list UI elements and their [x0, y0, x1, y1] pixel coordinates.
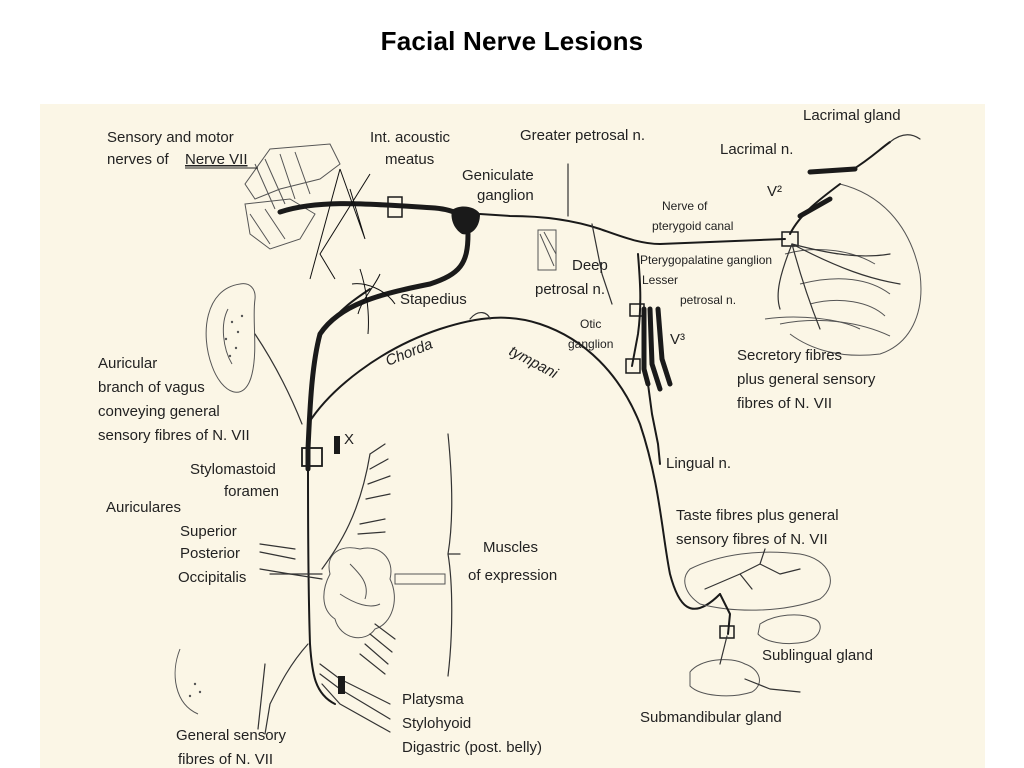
label-stylomastoid-1: Stylomastoid — [190, 461, 276, 478]
label-digastric: Digastric (post. belly) — [402, 739, 542, 756]
label-auricular-2: branch of vagus — [98, 379, 205, 396]
nasal-cavity-sketch — [764, 183, 922, 356]
label-taste-2: sensory fibres of N. VII — [676, 531, 828, 548]
label-nerve-vii: Nerve VII — [185, 151, 248, 168]
label-superior: Superior — [180, 523, 237, 540]
submandibular-gland-body — [689, 659, 760, 697]
label-geniculate-2: ganglion — [477, 187, 534, 204]
auricular-branch — [254, 333, 303, 425]
muscles-bracket — [447, 433, 453, 677]
label-auricular-1: Auricular — [98, 355, 157, 372]
label-stapedius: Stapedius — [400, 291, 467, 308]
label-geniculate-1: Geniculate — [462, 167, 534, 184]
diagram-canvas: Sensory and motor nerves of Nerve VII In… — [98, 107, 922, 768]
label-sublingual: Sublingual gland — [762, 647, 873, 664]
label-occipitalis: Occipitalis — [178, 569, 246, 586]
facial-nerve-trunk — [277, 201, 471, 705]
stylomastoid-foramen-box — [301, 447, 323, 467]
auriculares-lines — [259, 543, 323, 580]
temporal-bone-sketch — [244, 143, 341, 250]
label-auricular-4: sensory fibres of N. VII — [98, 427, 250, 444]
label-stylohyoid: Stylohyoid — [402, 715, 471, 732]
label-lesser-petrosal-1: Lesser — [642, 273, 678, 287]
ear-sketch — [205, 283, 256, 393]
label-int-acoustic-2: meatus — [385, 151, 434, 168]
int-acoustic-meatus-box — [387, 196, 403, 218]
label-sensory-motor-1: Sensory and motor — [107, 129, 234, 146]
label-secretory-3: fibres of N. VII — [737, 395, 832, 412]
muscle-branches — [264, 443, 396, 735]
label-posterior: Posterior — [180, 545, 240, 562]
label-platysma: Platysma — [402, 691, 464, 708]
label-pterygopalatine: Pterygopalatine ganglion — [640, 253, 772, 267]
label-sensory-motor-2: nerves of — [107, 151, 170, 168]
label-lacrimal-gland: Lacrimal gland — [803, 107, 901, 124]
label-tympani: tympani — [506, 343, 561, 383]
lesser-petrosal-nerve — [631, 253, 642, 367]
label-secretory-2: plus general sensory — [737, 371, 876, 388]
lacrimal-nerve — [807, 166, 858, 175]
label-v2: V² — [767, 183, 782, 200]
label-lingual: Lingual n. — [666, 455, 731, 472]
label-deep-petrosal-1: Deep — [572, 257, 608, 274]
lesion-marker-lower — [351, 268, 396, 335]
label-auriculares: Auriculares — [106, 499, 181, 516]
label-v3: V³ — [670, 331, 685, 348]
secretory-branches — [777, 243, 901, 330]
label-otic-2: ganglion — [568, 337, 613, 351]
label-stylomastoid-2: foramen — [224, 483, 279, 500]
label-deep-petrosal-2: petrosal n. — [535, 281, 605, 298]
label-muscles-2: of expression — [468, 567, 557, 584]
lower-ear-sketch — [174, 648, 202, 715]
slide-title: Facial Nerve Lesions — [380, 26, 644, 56]
geniculate-ganglion — [451, 206, 480, 235]
label-muscles-1: Muscles — [483, 539, 538, 556]
label-secretory-1: Secretory fibres — [737, 347, 842, 364]
chorda-tympani — [307, 316, 721, 610]
facial-nerve-diagram: Sensory and motor nerves of Nerve VII In… — [40, 104, 985, 768]
label-general-sensory-1: General sensory — [176, 727, 287, 744]
label-lacrimal-n: Lacrimal n. — [720, 141, 793, 158]
otic-ganglion-box — [625, 358, 641, 374]
lesion-marker-upper — [309, 168, 371, 280]
label-pterygoid-1: Nerve of — [662, 199, 708, 213]
label-taste-1: Taste fibres plus general — [676, 507, 839, 524]
label-general-sensory-2: fibres of N. VII — [178, 751, 273, 768]
lingual-nerve — [647, 383, 661, 465]
x-lesion-mark — [334, 436, 340, 454]
label-otic-1: Otic — [580, 317, 601, 331]
label-auricular-3: conveying general — [98, 403, 220, 420]
parotid-sketch — [323, 547, 446, 639]
submandibular-gland — [684, 548, 831, 611]
label-greater-petrosal: Greater petrosal n. — [520, 127, 645, 144]
otic-ganglion-sketch — [537, 229, 557, 271]
v3-nerve — [641, 306, 673, 392]
greater-petrosal-nerve — [479, 213, 786, 245]
sublingual-gland — [757, 614, 821, 645]
label-lesser-petrosal-2: petrosal n. — [680, 293, 736, 307]
label-submandibular: Submandibular gland — [640, 709, 782, 726]
label-x-mark: X — [344, 431, 354, 448]
label-int-acoustic-1: Int. acoustic — [370, 129, 451, 146]
label-pterygoid-2: pterygoid canal — [652, 219, 733, 233]
